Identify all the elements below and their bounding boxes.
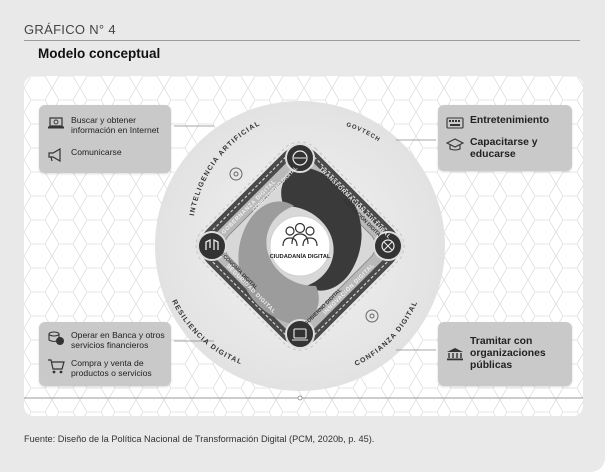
citizens-icon <box>282 222 318 247</box>
center-circle <box>269 215 331 277</box>
coins-icon <box>47 330 65 346</box>
figure-title: Modelo conceptual <box>38 46 161 61</box>
node-top <box>285 143 315 173</box>
box-finance-commerce: Operar en Banca y otros servicios financ… <box>39 322 171 386</box>
outer-gear-icons <box>229 167 379 323</box>
list-item: Tramitar con organizaciones públicas <box>446 336 570 372</box>
network-icon <box>292 150 308 166</box>
node-left <box>197 231 227 261</box>
swirl-dark <box>281 166 362 291</box>
header-divider <box>24 40 580 41</box>
mortarboard-icon <box>446 137 464 153</box>
connector-lines <box>174 125 436 351</box>
megaphone-icon <box>47 147 65 163</box>
swirl-light <box>238 201 319 326</box>
box-internet-communication: Buscar y obtener información en Internet… <box>39 105 171 173</box>
item-label: Capacitarse y educarse <box>470 137 538 160</box>
center-label-line1: CIUDADANÍA DIGITAL <box>270 252 331 260</box>
item-label: Comunicarse <box>71 147 122 157</box>
item-label: Tramitar con organizaciones públicas <box>470 336 546 371</box>
item-label: Entretenimiento <box>470 115 550 126</box>
list-item: Buscar y obtener información en Internet <box>47 115 167 135</box>
item-label: Buscar y obtener información en Internet <box>71 115 159 135</box>
education-icon <box>381 239 395 253</box>
government-building-icon <box>446 346 464 362</box>
list-item: Comunicarse <box>47 147 167 163</box>
government-icon <box>293 328 307 339</box>
economy-hands-icon <box>205 238 219 250</box>
node-bottom <box>285 319 315 349</box>
box-entertainment-education: Entretenimiento Capacitarse y educarse <box>438 105 572 171</box>
cart-icon <box>47 358 65 374</box>
box-public-procedures: Tramitar con organizaciones públicas <box>438 322 572 386</box>
node-right <box>373 231 403 261</box>
list-item: Operar en Banca y otros servicios financ… <box>47 330 167 350</box>
laptop-icon <box>47 115 65 131</box>
keyboard-icon <box>446 115 464 131</box>
diagram-panel: CIUDADANÍA DIGITAL <box>24 76 583 416</box>
source-note: Fuente: Diseño de la Política Nacional d… <box>24 434 375 444</box>
list-item: Compra y venta de productos o servicios <box>47 358 167 378</box>
figure-number: GRÁFICO N° 4 <box>24 22 116 37</box>
list-item: Entretenimiento <box>446 115 570 131</box>
baseline-marker <box>297 395 303 401</box>
item-label: Operar en Banca y otros servicios financ… <box>71 330 165 350</box>
item-label: Compra y venta de productos o servicios <box>71 358 152 378</box>
diamond-frame-dashes <box>204 150 396 342</box>
list-item: Capacitarse y educarse <box>446 137 570 161</box>
